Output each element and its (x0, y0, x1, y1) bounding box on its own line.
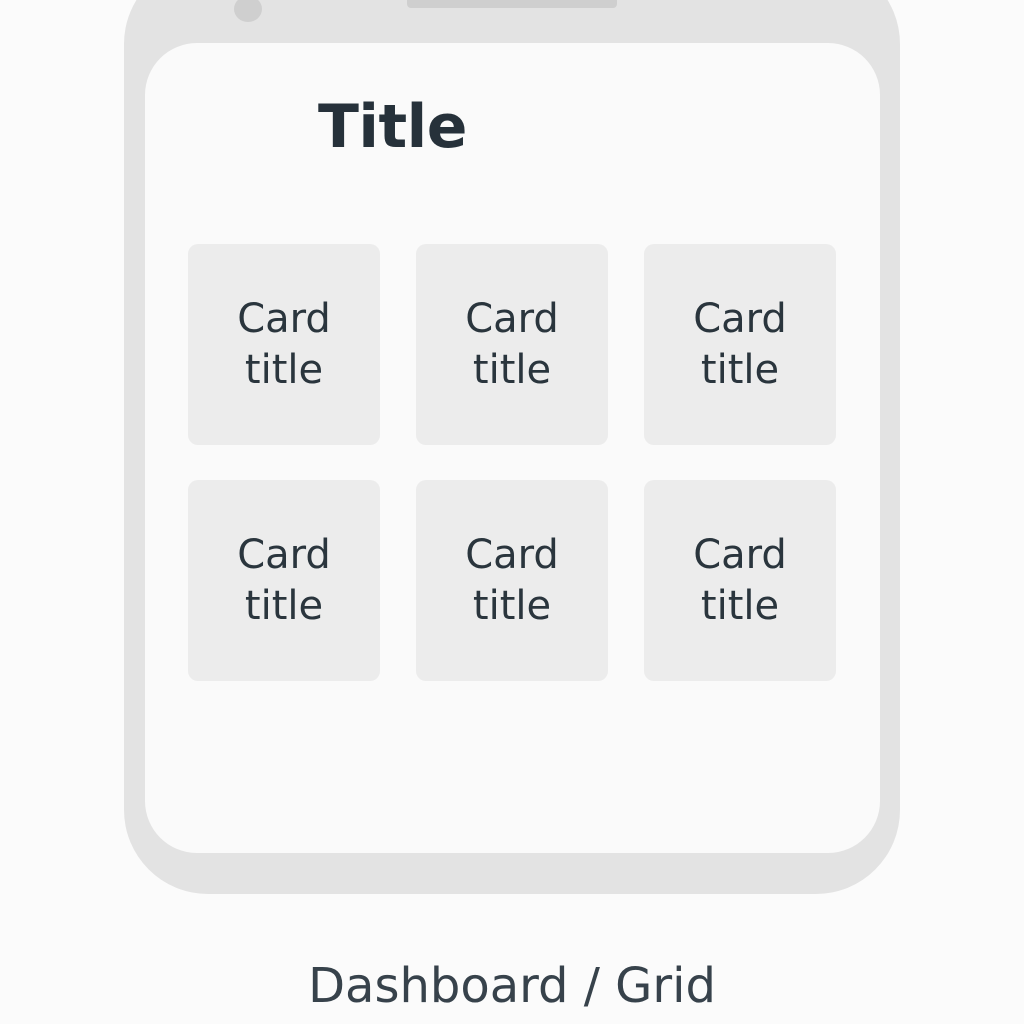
card[interactable]: Card title (188, 244, 380, 445)
card-title: Card title (237, 531, 331, 629)
card-title: Card title (237, 295, 331, 393)
card[interactable]: Card title (416, 480, 608, 681)
card-title: Card title (465, 295, 559, 393)
card[interactable]: Card title (416, 244, 608, 445)
card-title: Card title (465, 531, 559, 629)
card[interactable]: Card title (644, 480, 836, 681)
mockup-caption: Dashboard / Grid (308, 958, 716, 1014)
phone-screen: Title Card title Card title Card title C… (145, 43, 880, 853)
card[interactable]: Card title (188, 480, 380, 681)
card-title: Card title (693, 531, 787, 629)
card-grid: Card title Card title Card title Card ti… (188, 244, 836, 681)
page-title: Title (318, 92, 467, 162)
front-camera (234, 0, 262, 22)
card[interactable]: Card title (644, 244, 836, 445)
speaker-grille (407, 0, 617, 8)
card-title: Card title (693, 295, 787, 393)
